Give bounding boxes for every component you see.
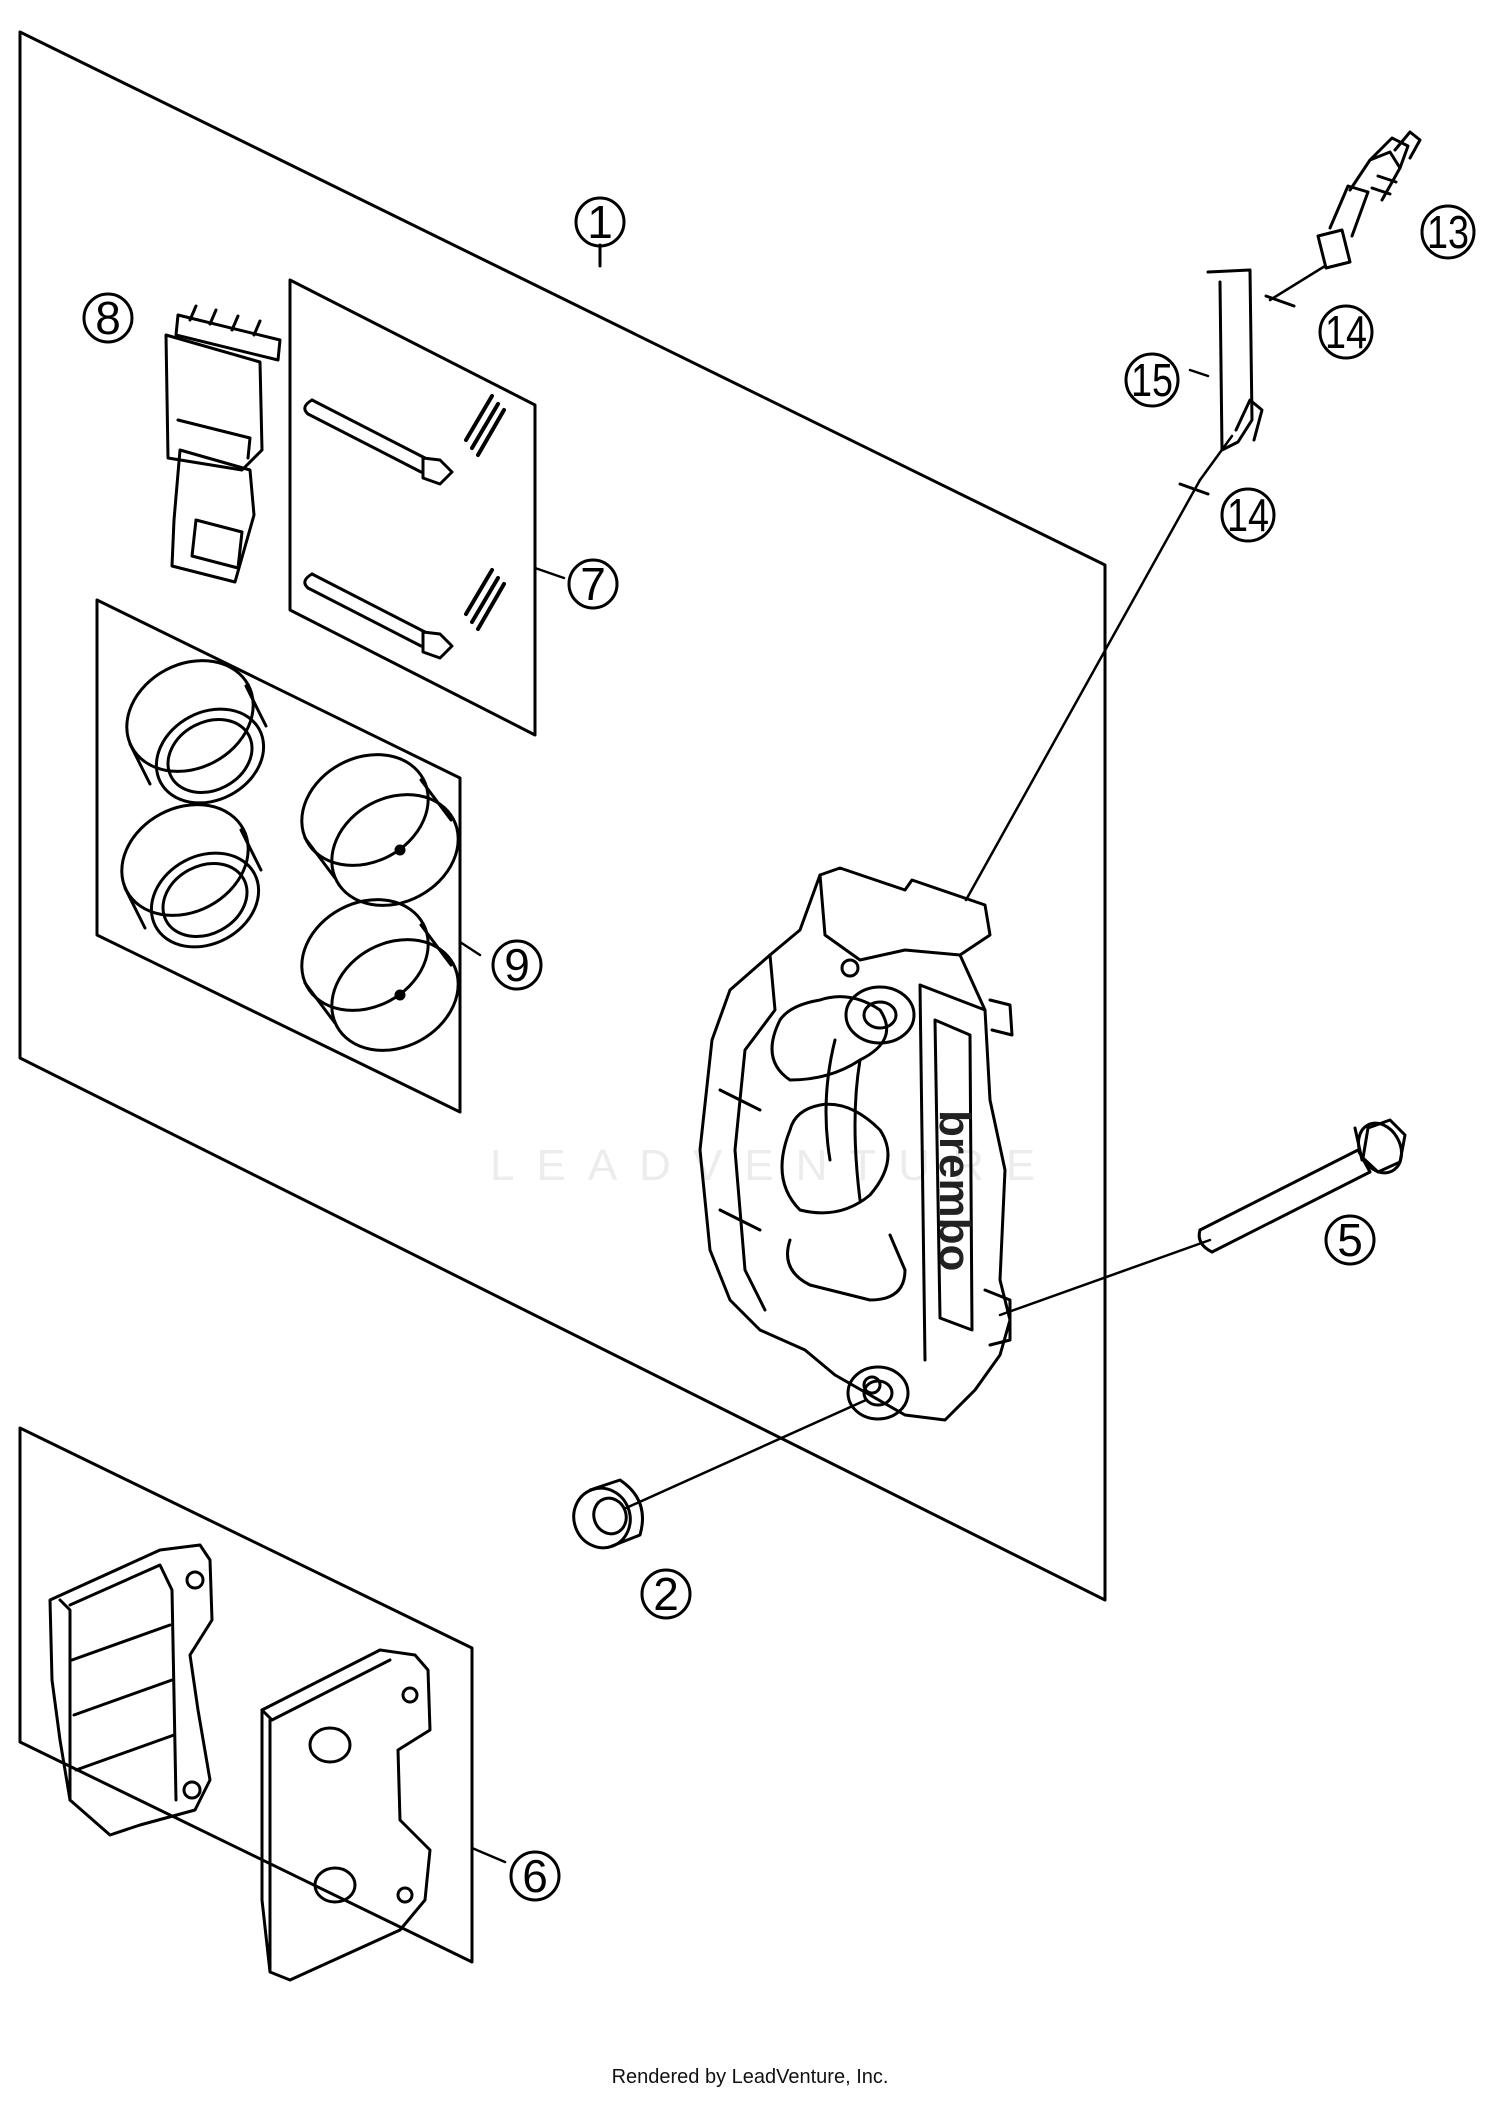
mounting-bolt	[1197, 1118, 1407, 1254]
svg-text:14: 14	[1325, 306, 1367, 358]
callout-2: 2	[640, 1568, 692, 1620]
piston-ring-1	[125, 659, 268, 805]
bleed-cap	[1206, 268, 1264, 452]
brake-pad-panel	[18, 1426, 474, 1964]
callout-7: 7	[567, 558, 619, 610]
seal-upper	[1264, 294, 1296, 308]
callout-9: 9	[491, 939, 543, 991]
piston-2	[300, 898, 460, 1052]
bushing	[572, 1478, 644, 1550]
brake-caliper	[698, 866, 1014, 1422]
callout-1: 1	[574, 196, 626, 248]
bleed-valve	[1316, 130, 1422, 270]
svg-text:2: 2	[653, 1568, 679, 1620]
pin-kit-panel	[288, 278, 537, 737]
callout-8: 8	[82, 292, 134, 344]
caliper-brand-label: brembo	[930, 1110, 979, 1271]
svg-text:15: 15	[1131, 354, 1173, 406]
pad-spring	[164, 304, 282, 584]
piston-1	[300, 753, 460, 907]
callout-5: 5	[1324, 1214, 1376, 1266]
callout-6: 6	[509, 1850, 561, 1902]
render-credit: Rendered by LeadVenture, Inc.	[611, 2066, 889, 2088]
svg-text:7: 7	[580, 558, 606, 610]
callout-14-upper: 14	[1318, 304, 1374, 360]
svg-text:14: 14	[1227, 489, 1269, 541]
svg-text:1: 1	[587, 196, 613, 248]
svg-text:8: 8	[95, 292, 121, 344]
pad-pin-upper	[303, 394, 506, 486]
brake-pad-1	[48, 1543, 214, 1837]
leader-lines	[458, 264, 1327, 1864]
svg-text:5: 5	[1337, 1214, 1363, 1266]
caliper-kit-panel	[18, 30, 1107, 1602]
brake-pad-2	[260, 1648, 432, 1982]
svg-text:13: 13	[1427, 206, 1469, 258]
callout-14-lower: 14	[1220, 487, 1276, 543]
caliper-mount-hole	[846, 1365, 910, 1421]
watermark-text: LEADVENTURE	[490, 1141, 1057, 1190]
svg-text:9: 9	[504, 939, 530, 991]
callout-15: 15	[1124, 352, 1180, 408]
piston-kit-panel	[95, 598, 462, 1114]
svg-text:6: 6	[522, 1850, 548, 1902]
pad-pin-lower	[303, 568, 506, 660]
piston-ring-2	[120, 803, 263, 949]
callout-13: 13	[1420, 204, 1476, 260]
